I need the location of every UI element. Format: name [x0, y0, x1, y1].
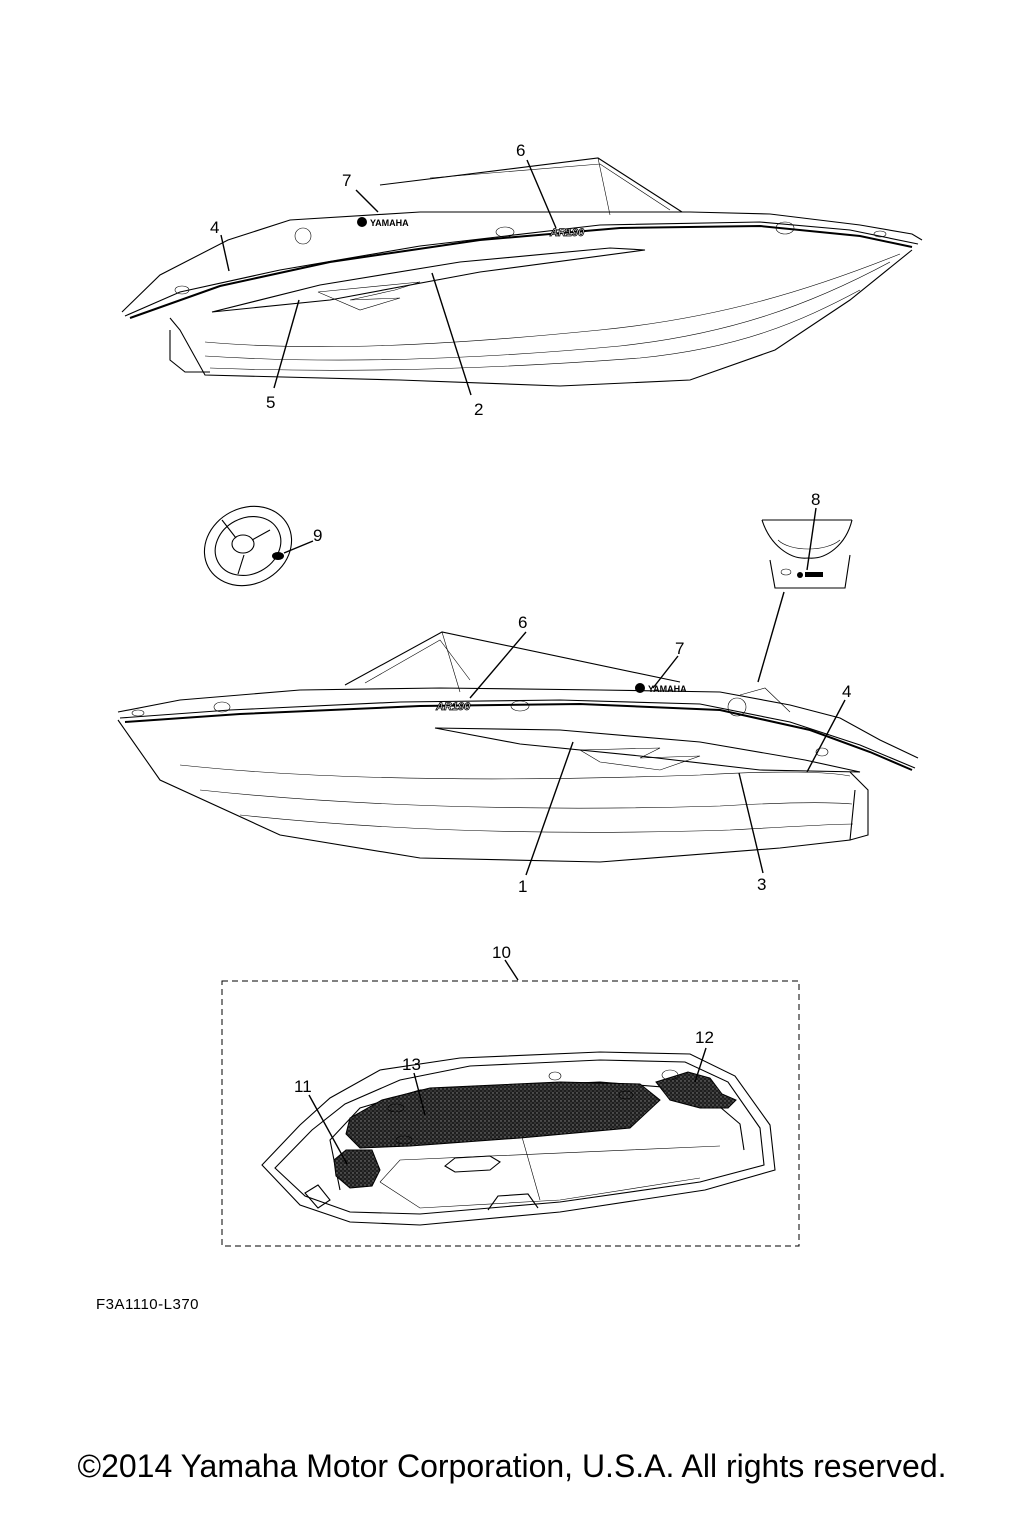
- callout-7-mid: 7: [675, 639, 684, 658]
- mat-panel-13: [345, 1081, 661, 1149]
- yamaha-decal-text-2: YAMAHA: [648, 684, 687, 694]
- stern-detail-inset: [761, 519, 853, 589]
- callout-4-mid: 4: [842, 682, 851, 701]
- callout-1: 1: [518, 877, 527, 896]
- callout-11: 11: [294, 1077, 312, 1096]
- boat-starboard-view: YAMAHA AR190: [121, 157, 923, 387]
- callout-13: 13: [402, 1055, 421, 1074]
- callout-10: 10: [492, 943, 511, 962]
- storage-lid: [261, 1051, 776, 1226]
- leader-lines: [220, 159, 846, 1165]
- callout-3: 3: [757, 875, 766, 894]
- callout-labels: 4 7 6 5 2 9 8 6 7 4 1 3 10 11 12 13: [210, 141, 851, 1096]
- callout-2: 2: [474, 400, 483, 419]
- steering-wheel: [203, 505, 293, 587]
- callout-6-top: 6: [516, 141, 525, 160]
- callout-8: 8: [811, 490, 820, 509]
- callout-12: 12: [695, 1028, 714, 1047]
- callout-6-mid: 6: [518, 613, 527, 632]
- kit-group-box: [221, 980, 800, 1247]
- model-decal-text-2: AR190: [435, 701, 471, 713]
- callout-7-top: 7: [342, 171, 351, 190]
- callout-4-top: 4: [210, 218, 219, 237]
- boat-port-view: YAMAHA AR190: [117, 631, 919, 863]
- callout-9: 9: [313, 526, 322, 545]
- callout-5: 5: [266, 393, 275, 412]
- copyright-notice: ©2014 Yamaha Motor Corporation, U.S.A. A…: [77, 1448, 947, 1484]
- figure-code: F3A1110-L370: [96, 1296, 200, 1313]
- mat-panel-12: [655, 1071, 737, 1109]
- mat-panel-11: [333, 1149, 381, 1189]
- model-decal-text: AR190: [549, 227, 585, 239]
- yamaha-decal-text: YAMAHA: [370, 218, 409, 228]
